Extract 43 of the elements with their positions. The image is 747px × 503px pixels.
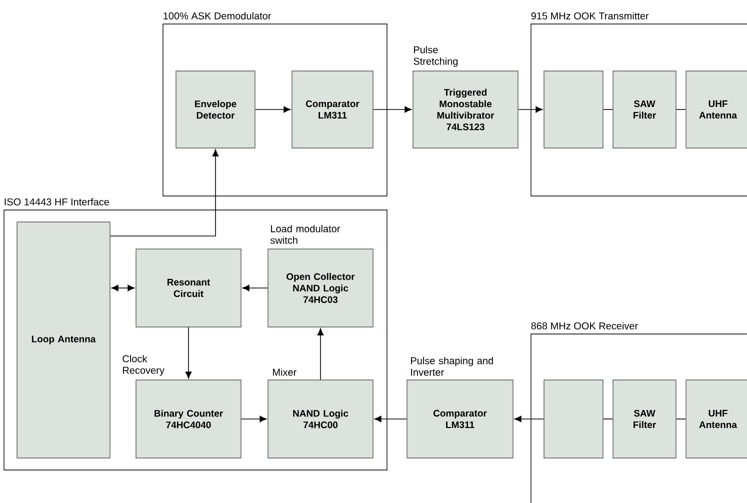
block-box: UHF Antenna (686, 70, 747, 148)
arrow (185, 326, 192, 379)
block-box: Triggered Monostable Multivibrator 74LS123 (412, 70, 518, 148)
block-box: NAND Logic 74HC00 (268, 380, 374, 458)
group-heading: 100% ASK Demodulator (164, 12, 272, 20)
group-frame (162, 12, 388, 196)
group-heading: 868 MHz OOK Receiver (531, 322, 638, 330)
arrow (317, 328, 324, 380)
connector-line (602, 109, 614, 110)
annotation-label: Load modulator switch (270, 224, 340, 244)
group-frame (530, 12, 747, 196)
block-box: Loop Antenna (16, 222, 110, 458)
arrow (514, 416, 544, 422)
connector-line (676, 109, 686, 110)
annotation-label: Mixer (273, 368, 296, 376)
arrow (372, 106, 412, 113)
arrow (111, 284, 135, 292)
annotation-label: Clock Recovery (122, 354, 164, 376)
arrow (242, 284, 268, 292)
connector-line (676, 418, 686, 420)
connector-line (602, 418, 614, 420)
group-frame (4, 198, 388, 470)
arrow (240, 416, 267, 422)
block-box: Comparator LM311 (292, 70, 374, 148)
block-box: SAW Filter (612, 380, 676, 458)
group-heading: 915 MHz OOK Transmitter (531, 12, 649, 20)
arrow (518, 106, 543, 113)
block-box: Envelope Detector (176, 70, 256, 148)
arrow (374, 416, 408, 422)
group-frame (530, 322, 747, 503)
block-box (544, 70, 604, 148)
arrow (254, 106, 291, 113)
block-box: SAW Filter (612, 70, 676, 148)
block-box: Open Collector NAND Logic 74HC03 (268, 248, 374, 328)
annotation-label: Pulse shaping and Inverter (411, 356, 493, 376)
block-box (544, 380, 604, 458)
block-box: Comparator LM311 (406, 380, 514, 458)
arrow (110, 149, 219, 236)
block-box: Binary Counter 74HC4040 (136, 380, 242, 458)
group-heading: ISO 14443 HF Interface (4, 198, 109, 206)
block-box: UHF Antenna (686, 380, 747, 458)
annotation-label: Pulse Stretching (414, 46, 458, 67)
block-box: Resonant Circuit (136, 248, 242, 328)
